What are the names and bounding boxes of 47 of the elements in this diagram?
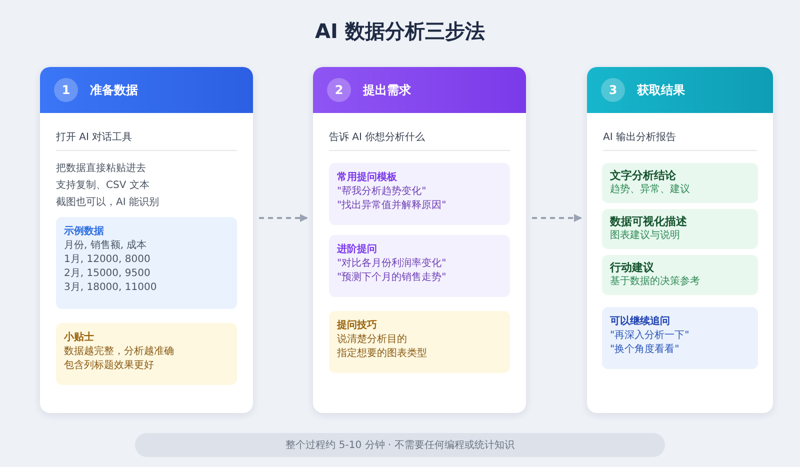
panel-text: 数据越完整，分析越准确: [64, 346, 175, 358]
panel-heading: 文字分析结论: [610, 168, 677, 183]
step-card: [587, 67, 773, 413]
step-title: 提出需求: [363, 82, 411, 98]
step-text: 把数据直接粘贴进去: [56, 162, 146, 175]
step-number: 1: [54, 78, 78, 102]
step-subtitle: 告诉 AI 你想分析什么: [329, 130, 426, 144]
panel-heading: 小贴士: [64, 330, 95, 344]
panel-text: 3月, 18000, 11000: [64, 282, 158, 294]
panel-heading: 数据可视化描述: [610, 214, 688, 229]
step-card: [40, 67, 253, 413]
panel-text: 月份, 销售额, 成本: [64, 240, 148, 252]
step-number: 2: [327, 78, 351, 102]
diagram-title: AI 数据分析三步法: [314, 18, 486, 45]
panel-text: 说清楚分析目的: [337, 334, 408, 346]
step-card: [313, 67, 526, 413]
panel-text: "再深入分析一下": [610, 330, 690, 342]
step-subtitle: AI 输出分析报告: [603, 130, 676, 144]
panel-text: "帮我分析趋势变化": [337, 186, 428, 198]
panel-heading: 提问技巧: [337, 318, 378, 332]
info-panel: [329, 311, 510, 373]
step-number: 3: [601, 78, 625, 102]
arrow: [532, 214, 582, 222]
panel-text: 趋势、异常、建议: [610, 184, 691, 196]
panel-text: 包含列标题效果更好: [64, 360, 155, 372]
arrow: [259, 214, 308, 222]
panel-text: "找出异常值并解释原因": [337, 200, 448, 212]
panel-text: "换个角度看看": [610, 344, 680, 356]
step-subtitle: 打开 AI 对话工具: [56, 130, 132, 144]
panel-text: 图表建议与说明: [610, 230, 681, 242]
panel-text: 2月, 15000, 9500: [64, 268, 152, 280]
panel-text: 指定想要的图表类型: [337, 348, 428, 360]
info-panel: [56, 323, 237, 385]
panel-text: "对比各月份利润率变化": [337, 258, 448, 270]
panel-text: 1月, 12000, 8000: [64, 254, 152, 266]
step-title: 获取结果: [637, 82, 685, 98]
panel-heading: 常用提问模板: [337, 170, 398, 184]
panel-text: 基于数据的决策参考: [610, 276, 701, 288]
step-text: 支持复制、CSV 文本: [56, 178, 150, 192]
panel-heading: 示例数据: [64, 224, 105, 238]
step-title: 准备数据: [90, 82, 138, 98]
panel-heading: 可以继续追问: [610, 314, 671, 328]
step-text: 截图也可以，AI 能识别: [56, 196, 159, 209]
panel-heading: 进阶提问: [337, 242, 378, 256]
panel-text: "预测下个月的销售走势": [337, 272, 448, 284]
panel-heading: 行动建议: [610, 260, 655, 275]
footer-note: 整个过程约 5-10 分钟 · 不需要任何编程或统计知识: [135, 433, 665, 457]
